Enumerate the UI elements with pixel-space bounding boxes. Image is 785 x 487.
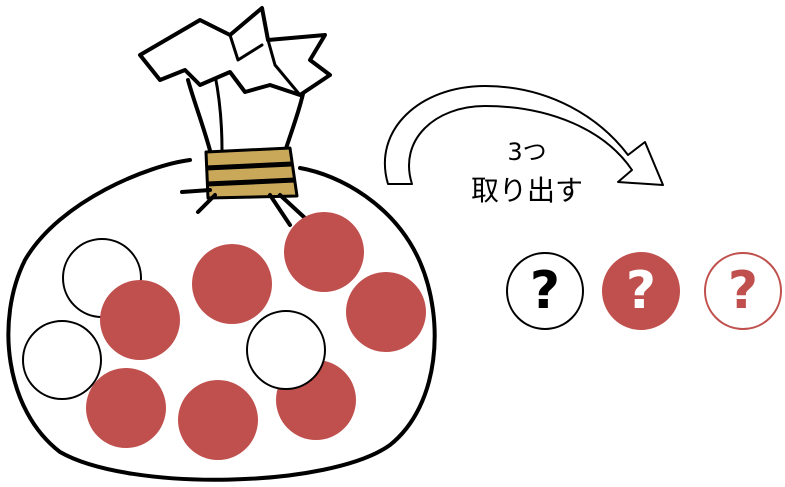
bag-ruffle-inner	[228, 33, 302, 97]
red-ball	[284, 212, 364, 292]
bag-tie-stripe-1	[205, 161, 293, 171]
unknown-ball	[602, 252, 680, 330]
red-ball	[100, 280, 180, 360]
question-mark-icon: ?	[530, 261, 560, 321]
question-mark-icon: ?	[626, 261, 656, 321]
label-count: 3つ	[507, 138, 546, 166]
bag-tie-band	[204, 146, 299, 200]
red-ball	[346, 272, 426, 352]
drawn-balls: ???	[506, 252, 782, 330]
bag-balls	[22, 212, 426, 460]
unknown-ball	[704, 252, 782, 330]
bag-tie-stripe-2	[206, 177, 296, 187]
unknown-ball	[506, 252, 584, 330]
bag-string-left	[180, 188, 217, 214]
bag-neck-left	[186, 78, 214, 160]
bag-string-right	[268, 193, 307, 227]
white-ball	[22, 320, 102, 400]
white-ball	[246, 310, 326, 390]
red-ball	[178, 380, 258, 460]
bag-neck-fold	[213, 73, 224, 152]
question-mark-icon: ?	[728, 261, 758, 321]
red-ball	[86, 368, 166, 448]
curved-arrow-icon	[383, 85, 664, 186]
label-action: 取り出す	[471, 174, 583, 207]
red-ball	[192, 244, 272, 324]
